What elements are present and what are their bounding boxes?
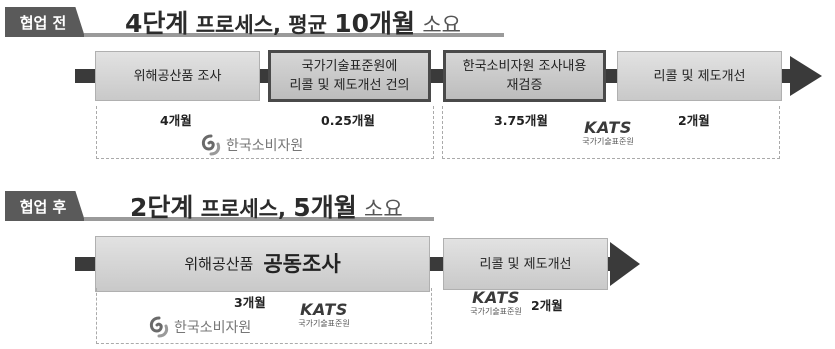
- after-kats-name-2: 국가기술표준원: [470, 307, 522, 316]
- before-headline: 4단계 프로세스, 평균 10개월 소요: [125, 4, 461, 40]
- before-bracket-kats: [442, 106, 780, 159]
- after-headline-process: 프로세스,: [200, 197, 286, 221]
- before-headline-process: 프로세스,: [195, 13, 281, 37]
- after-tag-label: 협업 후: [19, 197, 67, 216]
- ksa-swirl-icon: [201, 134, 221, 156]
- after-step-2-label: 리콜 및 제도개선: [479, 256, 572, 272]
- before-step-2-line2: 리콜 및 제도개선 건의: [289, 78, 410, 93]
- before-step-2: 국가기술표준원에 리콜 및 제도개선 건의: [268, 50, 431, 102]
- before-headline-suffix: 소요: [422, 13, 461, 37]
- after-kats-logo-1: KATS 국가기술표준원: [286, 300, 362, 329]
- after-kats-mark-2: KATS: [472, 288, 520, 307]
- after-headline: 2단계 프로세스, 5개월 소요: [130, 188, 403, 224]
- before-step-3-line2: 재검증: [506, 78, 543, 93]
- after-tag: 협업 후: [5, 191, 85, 221]
- before-step-3-duration: 3.75개월: [494, 113, 548, 128]
- after-kats-name-1: 국가기술표준원: [298, 319, 350, 328]
- after-ksa-name: 한국소비자원: [174, 320, 252, 336]
- before-bracket-ksa: [96, 106, 434, 159]
- after-kats-logo-2: KATS 국가기술표준원: [458, 288, 534, 317]
- before-step-3: 한국소비자원 조사내용 재검증: [443, 50, 606, 102]
- ksa-swirl-icon: [149, 316, 169, 338]
- before-step-4-duration: 2개월: [678, 113, 710, 128]
- before-step-1-duration: 4개월: [160, 113, 192, 128]
- before-step-2-duration: 0.25개월: [321, 113, 375, 128]
- after-step-1: 위해공산품 공동조사: [95, 236, 430, 292]
- before-step-3-line1: 한국소비자원 조사내용: [462, 59, 587, 74]
- before-step-2-line1: 국가기술표준원에: [301, 59, 398, 74]
- after-step-1-duration: 3개월: [234, 295, 266, 310]
- before-kats-mark: KATS: [584, 118, 632, 137]
- after-step-1-label-a: 위해공산품: [184, 254, 254, 273]
- before-headline-steps: 4단계: [125, 9, 189, 38]
- after-step-2-duration: 2개월: [531, 298, 563, 313]
- after-headline-suffix: 소요: [364, 197, 403, 221]
- before-tag-label: 협업 전: [19, 13, 67, 32]
- after-kats-mark-1: KATS: [300, 300, 348, 319]
- before-kats-logo: KATS 국가기술표준원: [570, 118, 646, 147]
- after-bracket: [96, 288, 432, 344]
- before-headline-avg: 평균: [288, 13, 327, 37]
- after-headline-steps: 2단계: [130, 193, 194, 222]
- before-step-4: 리콜 및 제도개선: [617, 51, 782, 101]
- after-step-2: 리콜 및 제도개선: [443, 238, 608, 290]
- after-step-1-label-b: 공동조사: [263, 251, 341, 276]
- before-tag: 협업 전: [5, 7, 85, 37]
- before-ksa-name: 한국소비자원: [226, 138, 304, 154]
- before-underline: [84, 33, 504, 37]
- before-ksa-logo: 한국소비자원: [200, 134, 303, 156]
- after-underline: [84, 217, 434, 221]
- before-step-1: 위해공산품 조사: [95, 51, 260, 101]
- before-step-4-label: 리콜 및 제도개선: [653, 68, 746, 84]
- before-kats-name: 국가기술표준원: [582, 137, 634, 146]
- after-ksa-logo: 한국소비자원: [148, 316, 251, 338]
- after-headline-months: 5개월: [293, 193, 357, 222]
- before-headline-months: 10개월: [334, 9, 416, 38]
- before-step-1-label: 위해공산품 조사: [133, 68, 222, 84]
